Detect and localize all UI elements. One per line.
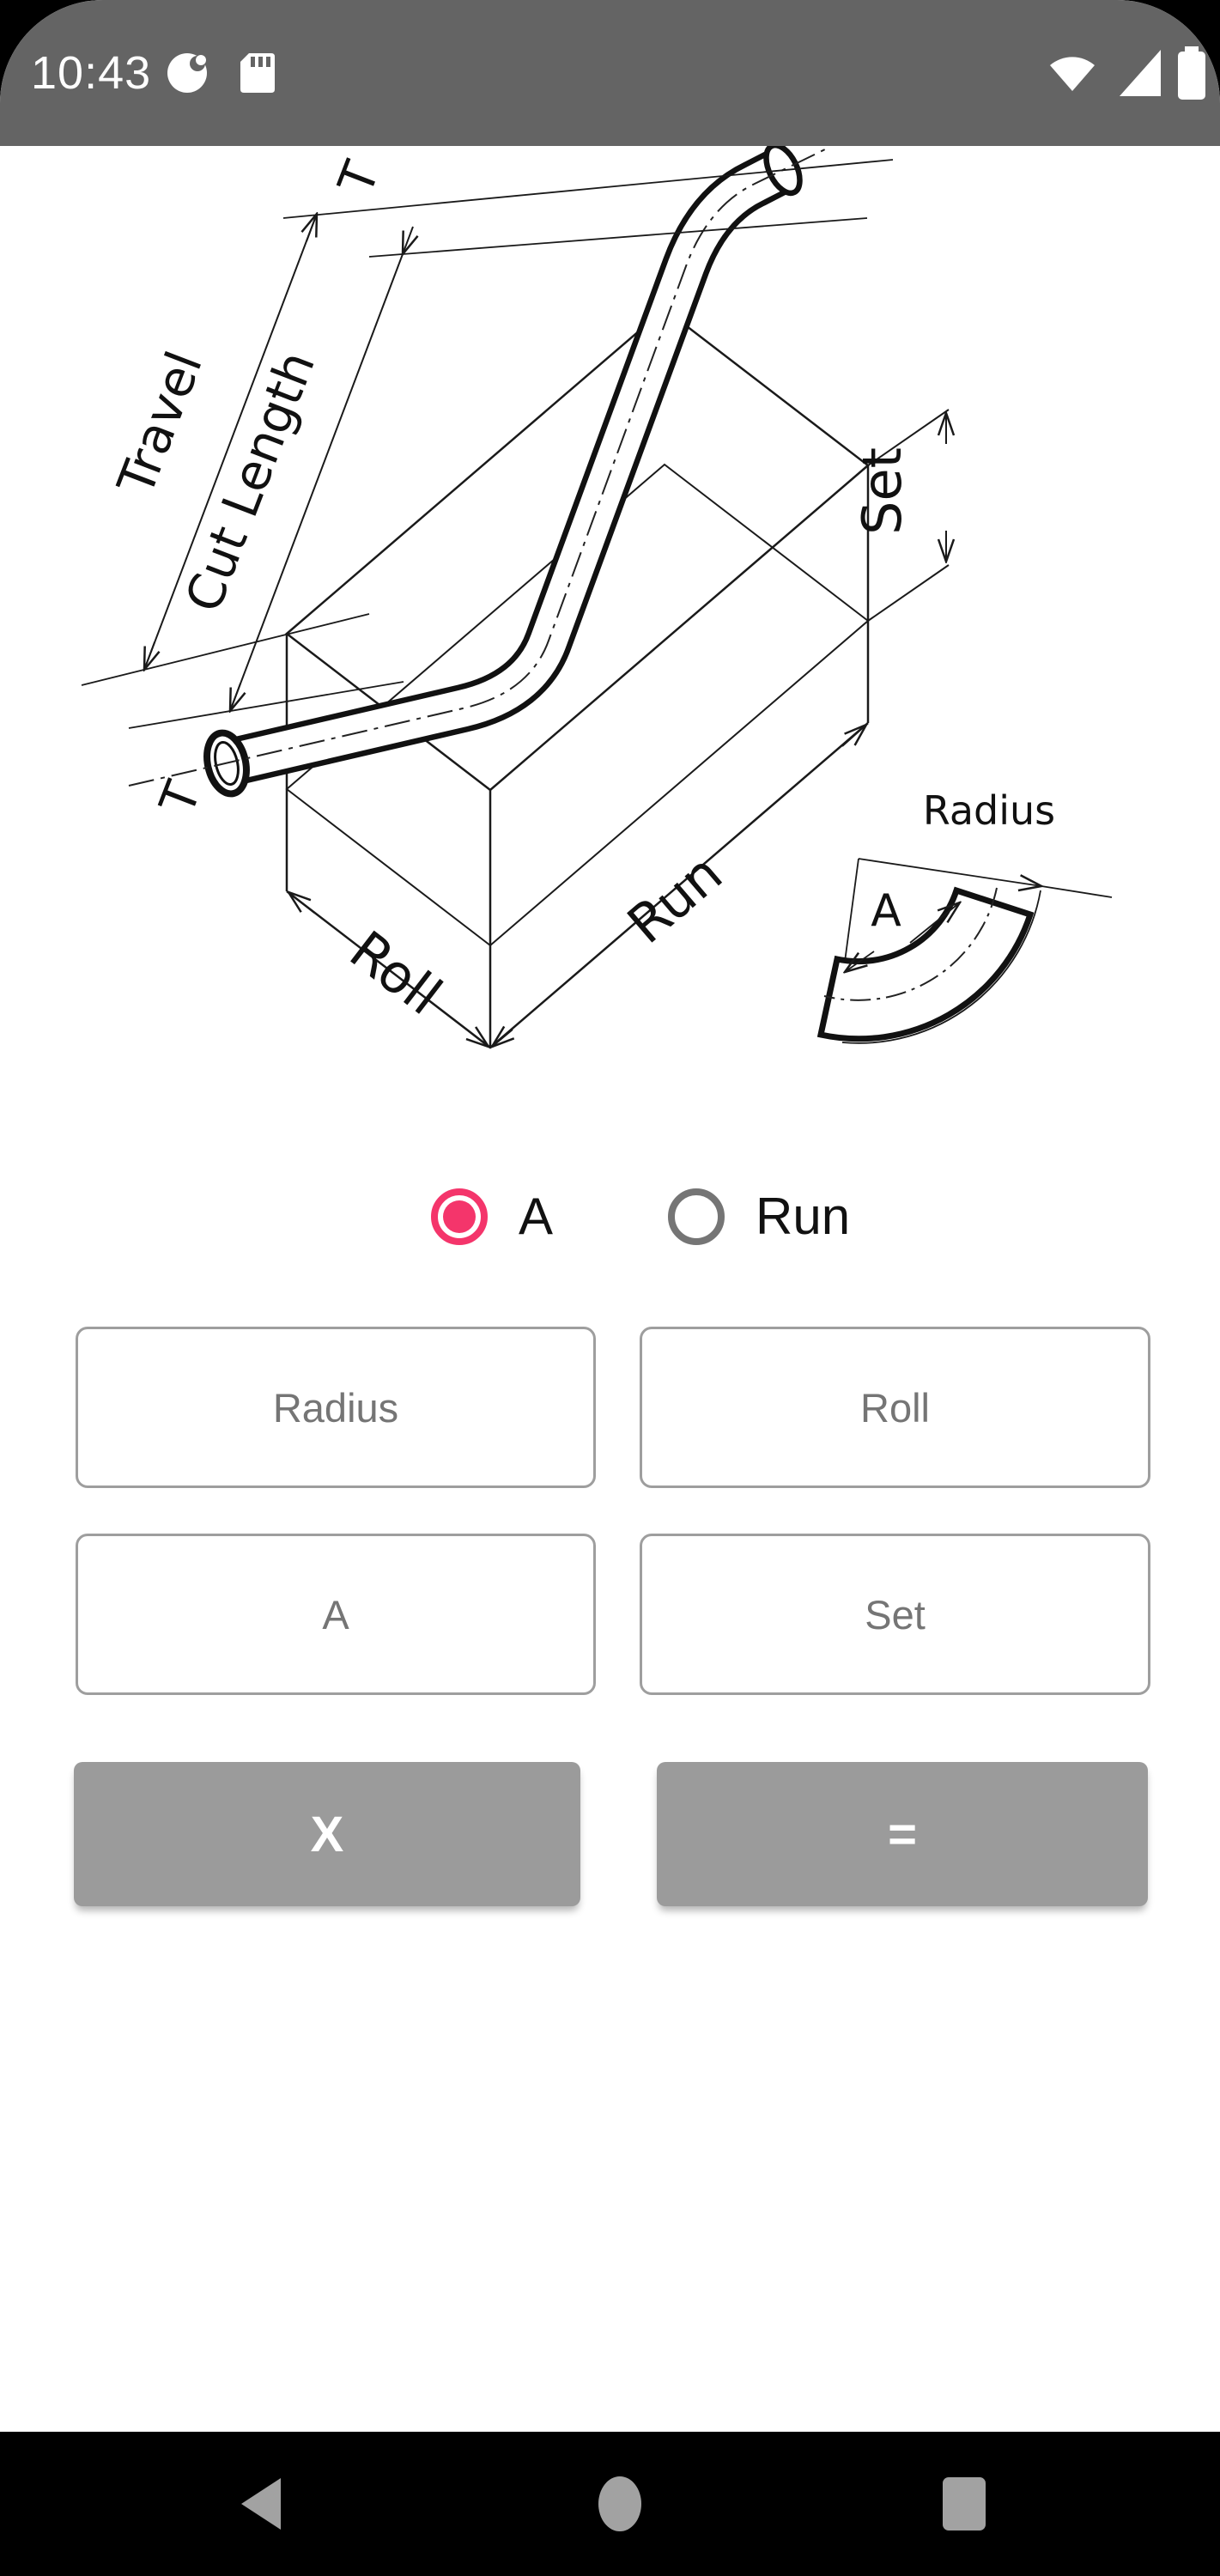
- equals-button[interactable]: =: [657, 1762, 1148, 1906]
- radio-a-dot: [443, 1200, 476, 1233]
- label-t-bottom: T: [149, 774, 213, 823]
- roll-input[interactable]: [640, 1327, 1150, 1488]
- label-run: Run: [616, 841, 734, 956]
- label-roll: Roll: [338, 919, 453, 1028]
- radio-option-a[interactable]: A: [431, 1187, 553, 1246]
- radio-run-circle[interactable]: [668, 1188, 725, 1245]
- home-icon: [598, 2476, 641, 2531]
- sdcard-icon: [237, 0, 276, 146]
- a-input[interactable]: [76, 1534, 596, 1695]
- set-input[interactable]: [640, 1534, 1150, 1695]
- navigation-bar: [0, 2432, 1220, 2576]
- radio-a-circle[interactable]: [431, 1188, 488, 1245]
- status-bar: 10:43: [0, 0, 1220, 146]
- status-time: 10:43: [31, 47, 152, 99]
- cell-signal-icon: [1118, 0, 1164, 146]
- notification-icon: [163, 0, 216, 146]
- extension-lines: [81, 159, 894, 729]
- label-travel: Travel: [106, 343, 214, 503]
- dimension-lines: [144, 214, 949, 1047]
- battery-icon: [1174, 0, 1209, 146]
- back-icon: [241, 2478, 281, 2530]
- nav-recents-button[interactable]: [904, 2432, 1024, 2576]
- radio-run-label: Run: [756, 1188, 851, 1245]
- radius-input[interactable]: [76, 1327, 596, 1488]
- label-radius: Radius: [923, 787, 1055, 834]
- radio-a-label: A: [519, 1188, 554, 1245]
- wifi-icon: [1047, 0, 1098, 146]
- label-t-top: T: [328, 154, 391, 203]
- bend-detail: [816, 858, 1113, 1044]
- label-angle-a: A: [871, 885, 901, 937]
- radio-option-run[interactable]: Run: [668, 1187, 850, 1246]
- multiply-button[interactable]: X: [74, 1762, 580, 1906]
- nav-back-button[interactable]: [202, 2432, 322, 2576]
- nav-home-button[interactable]: [560, 2432, 680, 2576]
- pipe: [128, 142, 829, 798]
- pipe-offset-diagram: T Travel Cut Length T Set Roll Run Radiu…: [0, 142, 1220, 1116]
- label-set: Set: [851, 447, 913, 535]
- recents-icon: [943, 2477, 986, 2530]
